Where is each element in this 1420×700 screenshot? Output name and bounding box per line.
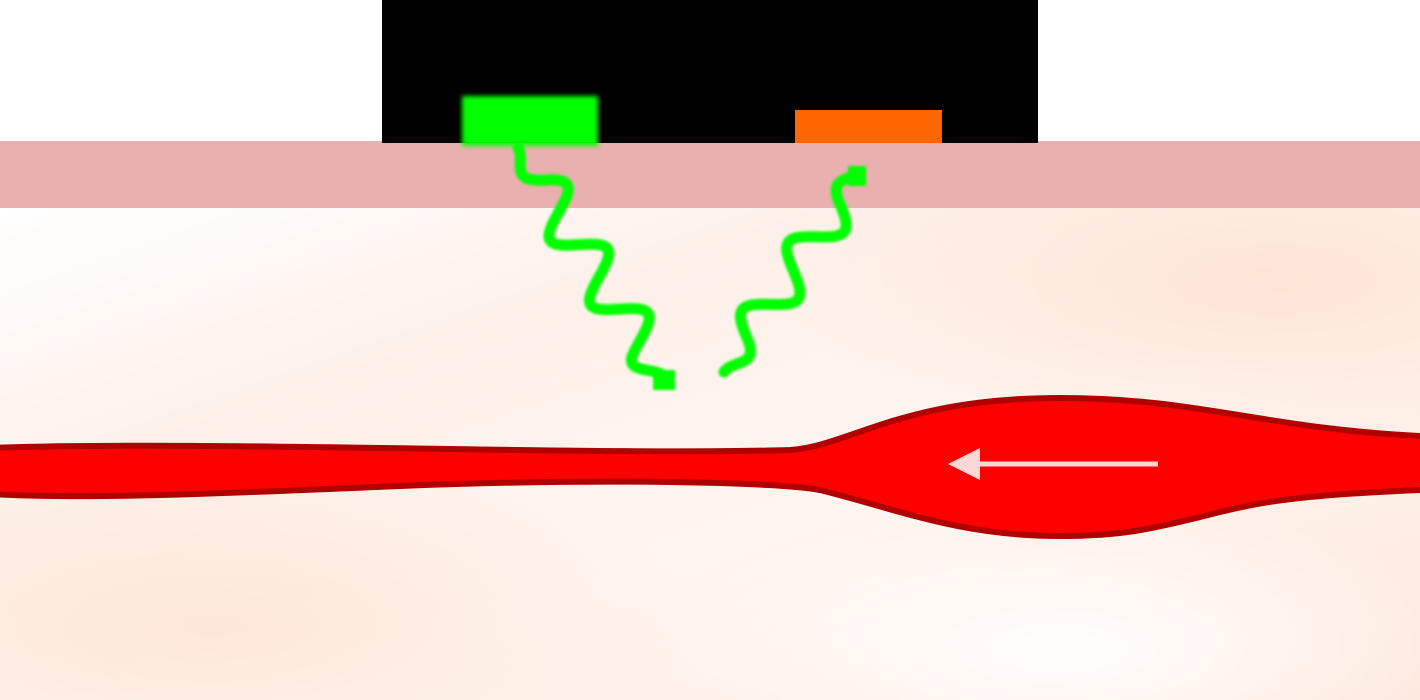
blood-vessel (0, 395, 1420, 539)
epidermis-layer (0, 141, 1420, 208)
incident-light-arrowhead (653, 370, 675, 390)
reflected-light-arrowhead (848, 166, 866, 186)
blood-flow-arrow (948, 448, 1158, 480)
reflected-light-wave (718, 166, 866, 378)
incident-light-wave (512, 142, 675, 390)
photodetector (795, 110, 942, 143)
green-led-emitter (462, 96, 598, 146)
